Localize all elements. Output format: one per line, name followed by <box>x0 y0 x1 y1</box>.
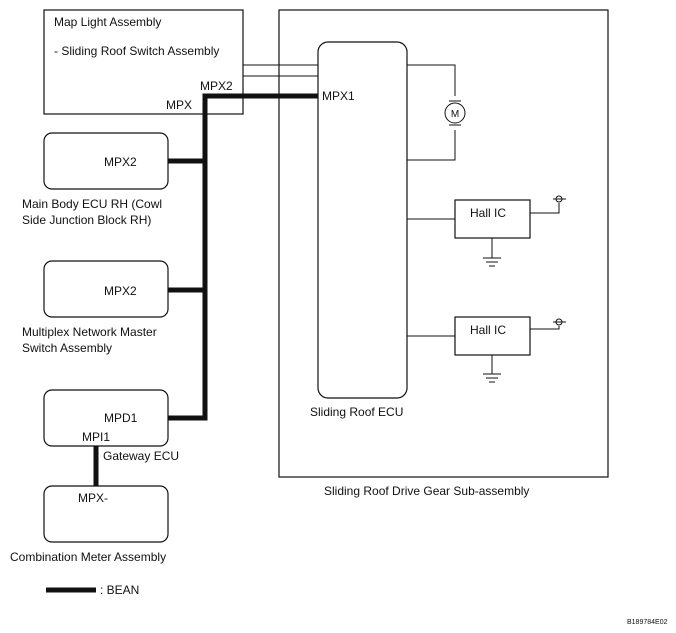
drive-gear-caption: Sliding Roof Drive Gear Sub-assembly <box>324 484 529 498</box>
gateway-ecu-port-mpd1: MPD1 <box>104 411 138 425</box>
main-body-ecu-port: MPX2 <box>104 155 137 169</box>
sliding-roof-ecu-caption: Sliding Roof ECU <box>310 405 403 419</box>
bean-bus-main <box>168 93 318 421</box>
main-body-ecu-caption-2: Side Junction Block RH) <box>22 213 151 227</box>
figure-code: B189784E02 <box>627 619 668 626</box>
map-light-title: Map Light Assembly <box>54 15 161 29</box>
sliding-roof-ecu-port-mpx1: MPX1 <box>322 89 355 103</box>
map-light-subtitle: - Sliding Roof Switch Assembly <box>54 44 219 58</box>
hall-ic-1-power-wire <box>530 203 560 214</box>
combination-meter-caption: Combination Meter Assembly <box>10 550 166 564</box>
map-light-assembly-box <box>43 9 244 115</box>
sliding-roof-ecu-box <box>317 41 408 399</box>
main-body-ecu-caption-1: Main Body ECU RH (Cowl <box>22 197 162 211</box>
hall-ic-1-ground-icon <box>483 257 501 267</box>
motor-wire-return <box>407 130 456 161</box>
motor-icon <box>444 102 466 124</box>
drive-gear-subassembly-frame <box>278 9 609 478</box>
legend-bean-label: : BEAN <box>100 583 139 597</box>
combination-meter-port: MPX- <box>78 491 108 505</box>
map-light-port-mpx: MPX <box>166 98 192 112</box>
hall-ic-2-power-wire <box>530 326 560 330</box>
motor-wire <box>407 64 456 96</box>
map-light-port-mpx2: MPX2 <box>200 79 233 93</box>
motor-symbol: M <box>451 109 459 120</box>
gateway-ecu-caption: Gateway ECU <box>103 449 179 463</box>
multiplex-switch-caption-2: Switch Assembly <box>22 341 112 355</box>
hall-ic-1-label: Hall IC <box>470 206 506 220</box>
gateway-ecu-port-mpi1: MPI1 <box>82 430 110 444</box>
hall-ic-2-label: Hall IC <box>470 323 506 337</box>
hall-ic-2-ground-icon <box>483 373 501 383</box>
multiplex-switch-port: MPX2 <box>104 284 137 298</box>
multiplex-switch-caption-1: Multiplex Network Master <box>22 325 157 339</box>
combination-meter-box <box>43 485 169 543</box>
